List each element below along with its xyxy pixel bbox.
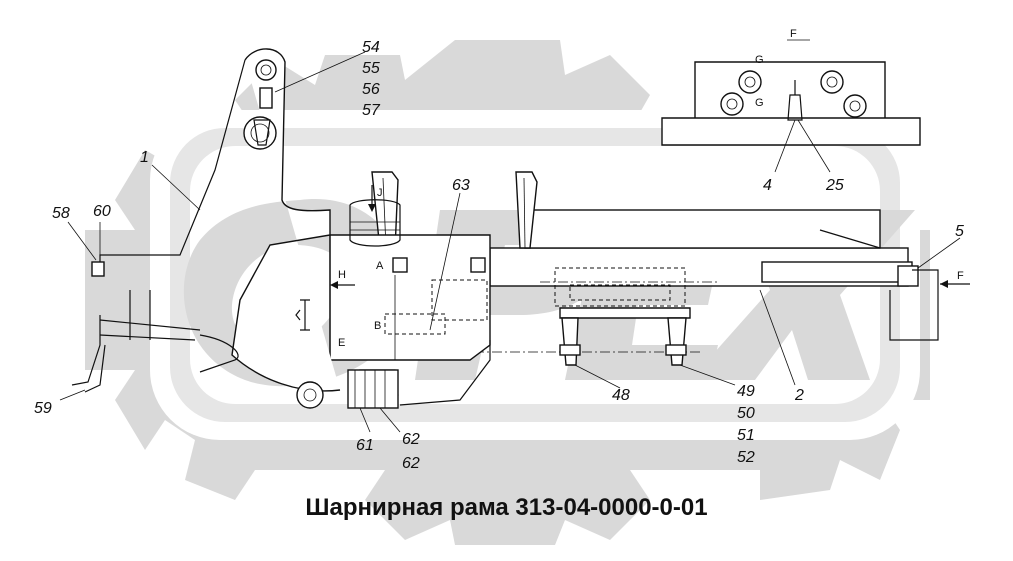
callout-63: 63 xyxy=(452,177,470,194)
view-label-j: J xyxy=(377,187,383,199)
view-label-a: A xyxy=(376,260,384,272)
callout-62: 62 xyxy=(402,455,420,472)
view-letters: F F G G J H A B E xyxy=(338,28,964,349)
callout-61: 62 xyxy=(402,431,420,448)
supports xyxy=(559,307,691,366)
view-label-e: E xyxy=(338,337,345,349)
callout-59: 60 xyxy=(93,203,111,220)
callout-labels: 54 55 56 57 1 58 60 59 63 48 49 50 51 52… xyxy=(34,39,964,472)
drawing-title: Шарнирная рама 313-04-0000-0-01 xyxy=(305,494,708,521)
gear-assembly xyxy=(347,369,399,409)
callout-52: 52 xyxy=(737,449,755,466)
callout-48: 48 xyxy=(612,387,630,404)
callout-58: 59 xyxy=(34,400,52,417)
callout-56: 57 xyxy=(362,102,381,119)
callout-54: 55 xyxy=(362,60,380,77)
callout-51: 51 xyxy=(737,427,755,444)
posts xyxy=(371,171,538,251)
leader-lines xyxy=(59,51,970,433)
view-label-h: H xyxy=(338,269,346,281)
callout-57: 58 xyxy=(52,205,70,222)
callout-50: 50 xyxy=(737,405,755,422)
callout-49: 49 xyxy=(737,383,755,400)
view-f xyxy=(661,39,921,146)
view-label-f-arrow: F xyxy=(957,270,964,282)
view-label-b: B xyxy=(374,320,381,332)
callout-2: 2 xyxy=(794,387,804,404)
callout-5: 5 xyxy=(955,223,964,240)
view-label-g1: G xyxy=(755,54,764,66)
callout-60: 61 xyxy=(356,437,374,454)
view-label-f-top: F xyxy=(790,28,797,40)
view-label-g2: G xyxy=(755,97,764,109)
callout-4: 4 xyxy=(763,177,772,194)
callout-53: 54 xyxy=(362,39,380,56)
left-bracket xyxy=(71,261,201,393)
callout-25: 25 xyxy=(825,177,844,194)
callout-1: 1 xyxy=(140,149,149,166)
main-beam xyxy=(330,209,939,353)
callout-55: 56 xyxy=(362,81,380,98)
arm-1 xyxy=(99,48,341,409)
central-housing xyxy=(329,199,491,406)
